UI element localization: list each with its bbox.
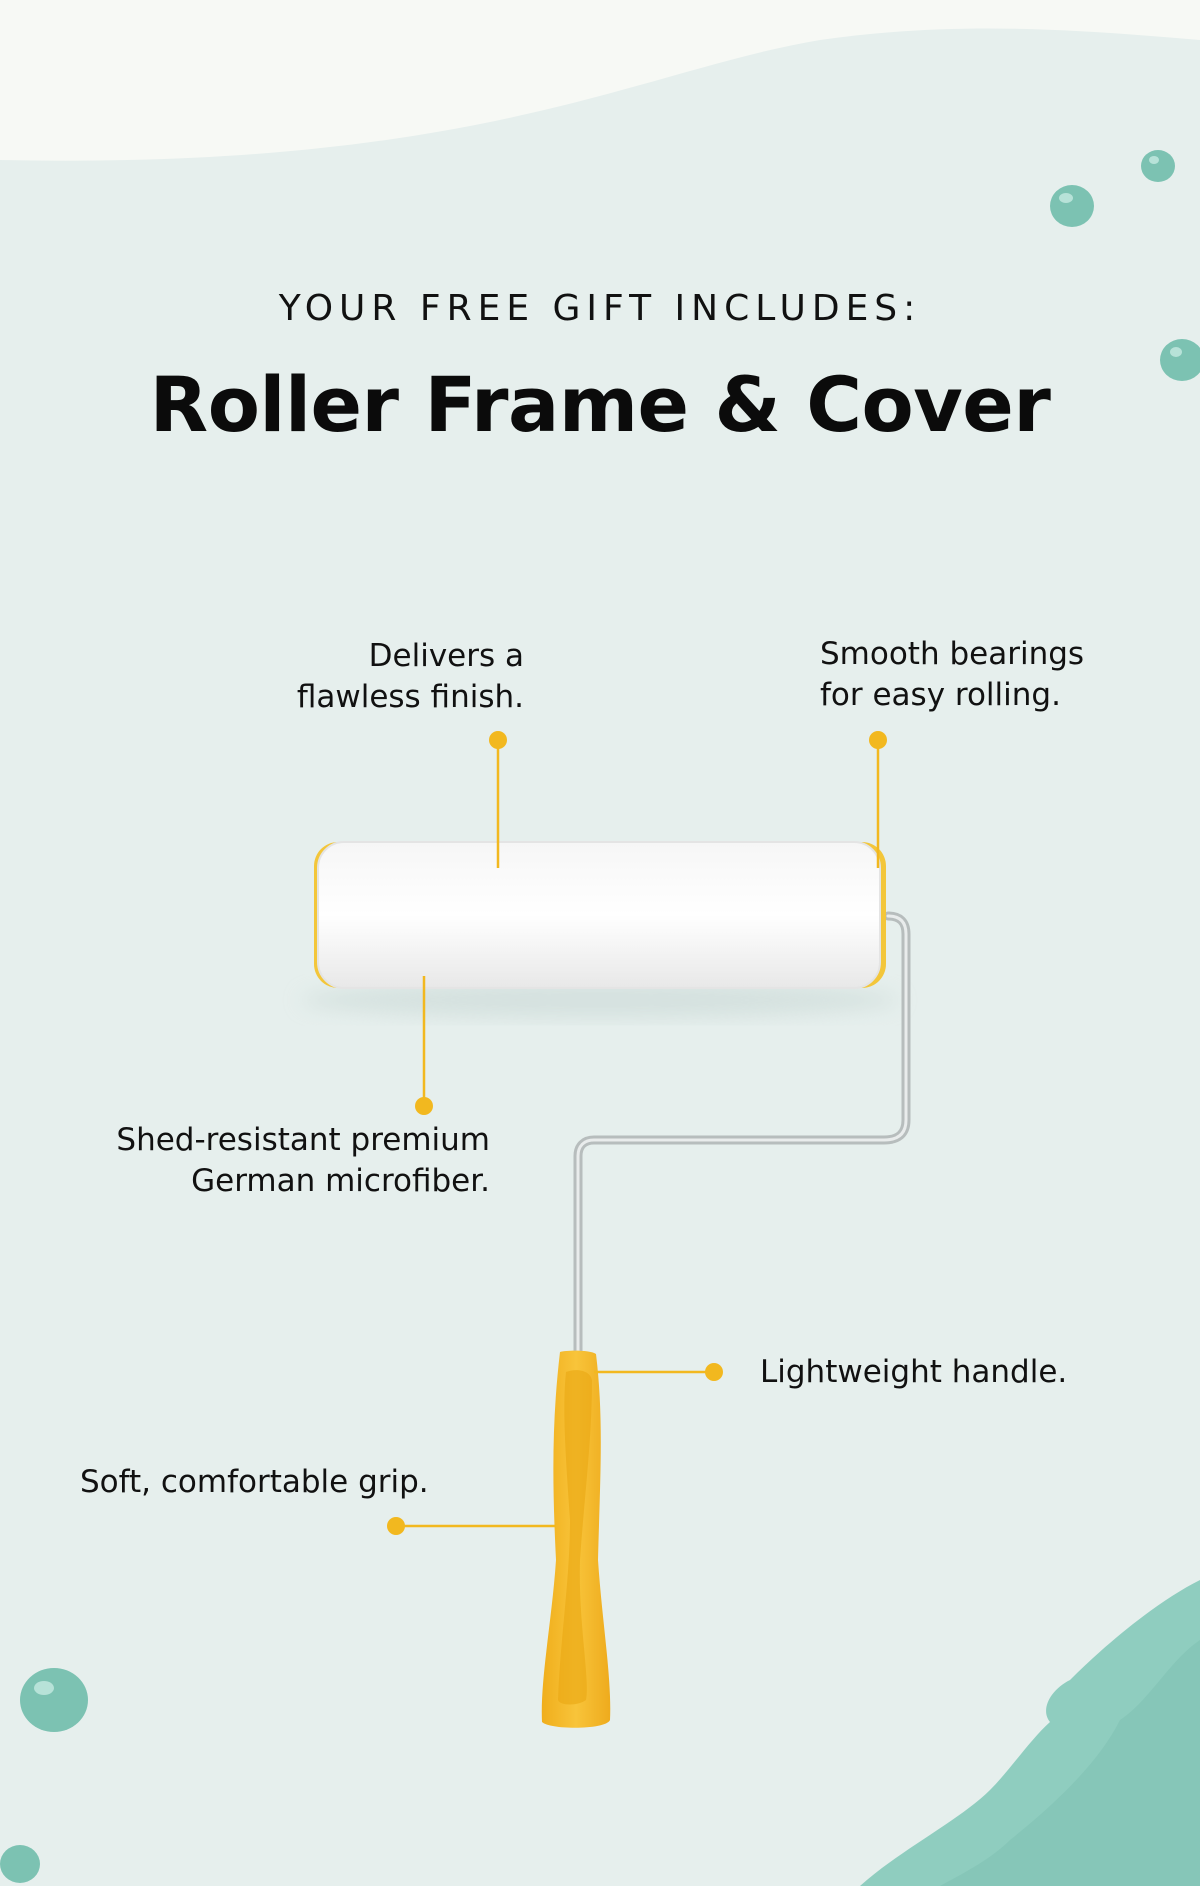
paint-droplet-icon (1160, 339, 1200, 381)
callout-microfiber: Shed-resistant premium German microfiber… (116, 1122, 490, 1199)
paint-droplet-icon (20, 1668, 88, 1732)
paint-droplet-icon (1141, 150, 1175, 182)
roller-handle (541, 1350, 611, 1728)
eyebrow-text: YOUR FREE GIFT INCLUDES: (278, 288, 922, 329)
callout-flawless-finish: Delivers a flawless finish. (296, 638, 524, 715)
callout-markers (387, 731, 887, 1535)
paint-droplet-icon (1050, 185, 1094, 227)
roller-cover (314, 841, 886, 989)
callout-lightweight-handle: Lightweight handle. (760, 1354, 1068, 1390)
callout-comfortable-grip: Soft, comfortable grip. (80, 1464, 429, 1500)
page-title: Roller Frame & Cover (149, 360, 1051, 449)
callout-smooth-bearings: Smooth bearings for easy rolling. (820, 636, 1085, 713)
paint-droplet-icon (0, 1845, 40, 1883)
